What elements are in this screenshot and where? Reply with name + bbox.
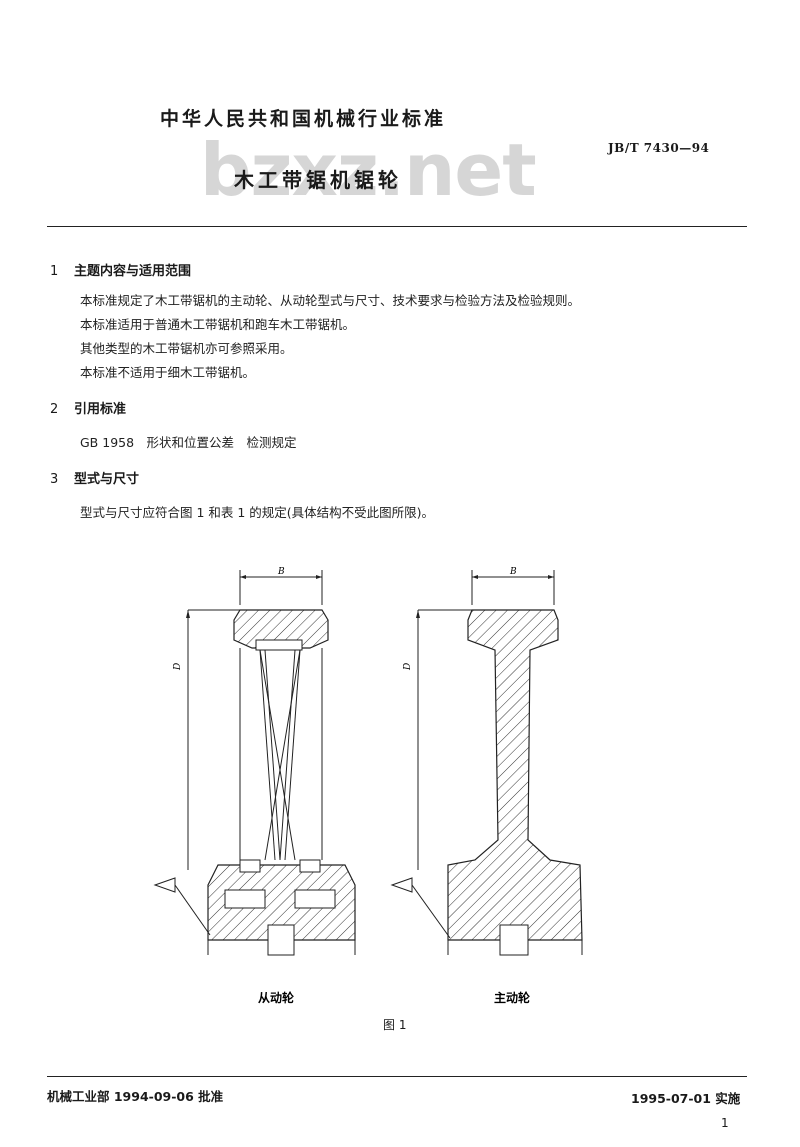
paragraph: GB 1958 形状和位置公差 检测规定 xyxy=(80,435,297,450)
section-title: 引用标准 xyxy=(74,402,127,417)
driven-wheel-label: 从动轮 xyxy=(258,990,295,1005)
paragraph: 本标准规定了木工带锯机的主动轮、从动轮型式与尺寸、技术要求与检验方法及检验规则。 xyxy=(80,293,581,308)
approval-date: 机械工业部 1994-09-06 批准 xyxy=(47,1089,224,1104)
driving-wheel-section: B D xyxy=(390,567,583,956)
section-3-heading: 3 型式与尺寸 xyxy=(50,468,139,487)
footer-rule xyxy=(47,1076,747,1077)
paragraph: 本标准适用于普通木工带锯机和跑车木工带锯机。 xyxy=(80,317,356,332)
section-number: 3 xyxy=(50,472,59,487)
section-number: 2 xyxy=(50,402,59,417)
section-2-heading: 2 引用标准 xyxy=(50,398,126,417)
paragraph: 其他类型的木工带锯机亦可参照采用。 xyxy=(80,341,293,356)
dim-d-label: D xyxy=(403,663,413,671)
dim-b-label: B xyxy=(509,567,517,577)
paragraph: 本标准不适用于细木工带锯机。 xyxy=(80,365,256,380)
page-number: 1 xyxy=(721,1116,729,1130)
watermark: bzxz.net xyxy=(200,128,537,212)
document-title: 木工带锯机锯轮 xyxy=(234,168,402,192)
header-rule xyxy=(47,226,747,227)
standard-code: JB/T 7430—94 xyxy=(608,141,710,155)
section-title: 主题内容与适用范围 xyxy=(74,264,192,279)
effective-date: 1995-07-01 实施 xyxy=(631,1091,741,1106)
dim-b-label: B xyxy=(277,567,285,577)
section-1-heading: 1 主题内容与适用范围 xyxy=(50,260,191,279)
driving-wheel-label: 主动轮 xyxy=(494,990,531,1005)
figure-1-drawing: B D 从动轮 B xyxy=(153,567,583,1005)
section-title: 型式与尺寸 xyxy=(74,472,140,487)
figure-caption: 图 1 xyxy=(383,1018,407,1032)
org-line: 中华人民共和国机械行业标准 xyxy=(160,108,447,130)
section-number: 1 xyxy=(50,264,59,279)
driven-wheel-section: B D xyxy=(153,567,356,956)
paragraph: 型式与尺寸应符合图 1 和表 1 的规定(具体结构不受此图所限)。 xyxy=(80,505,435,520)
dim-d-label: D xyxy=(173,663,183,671)
